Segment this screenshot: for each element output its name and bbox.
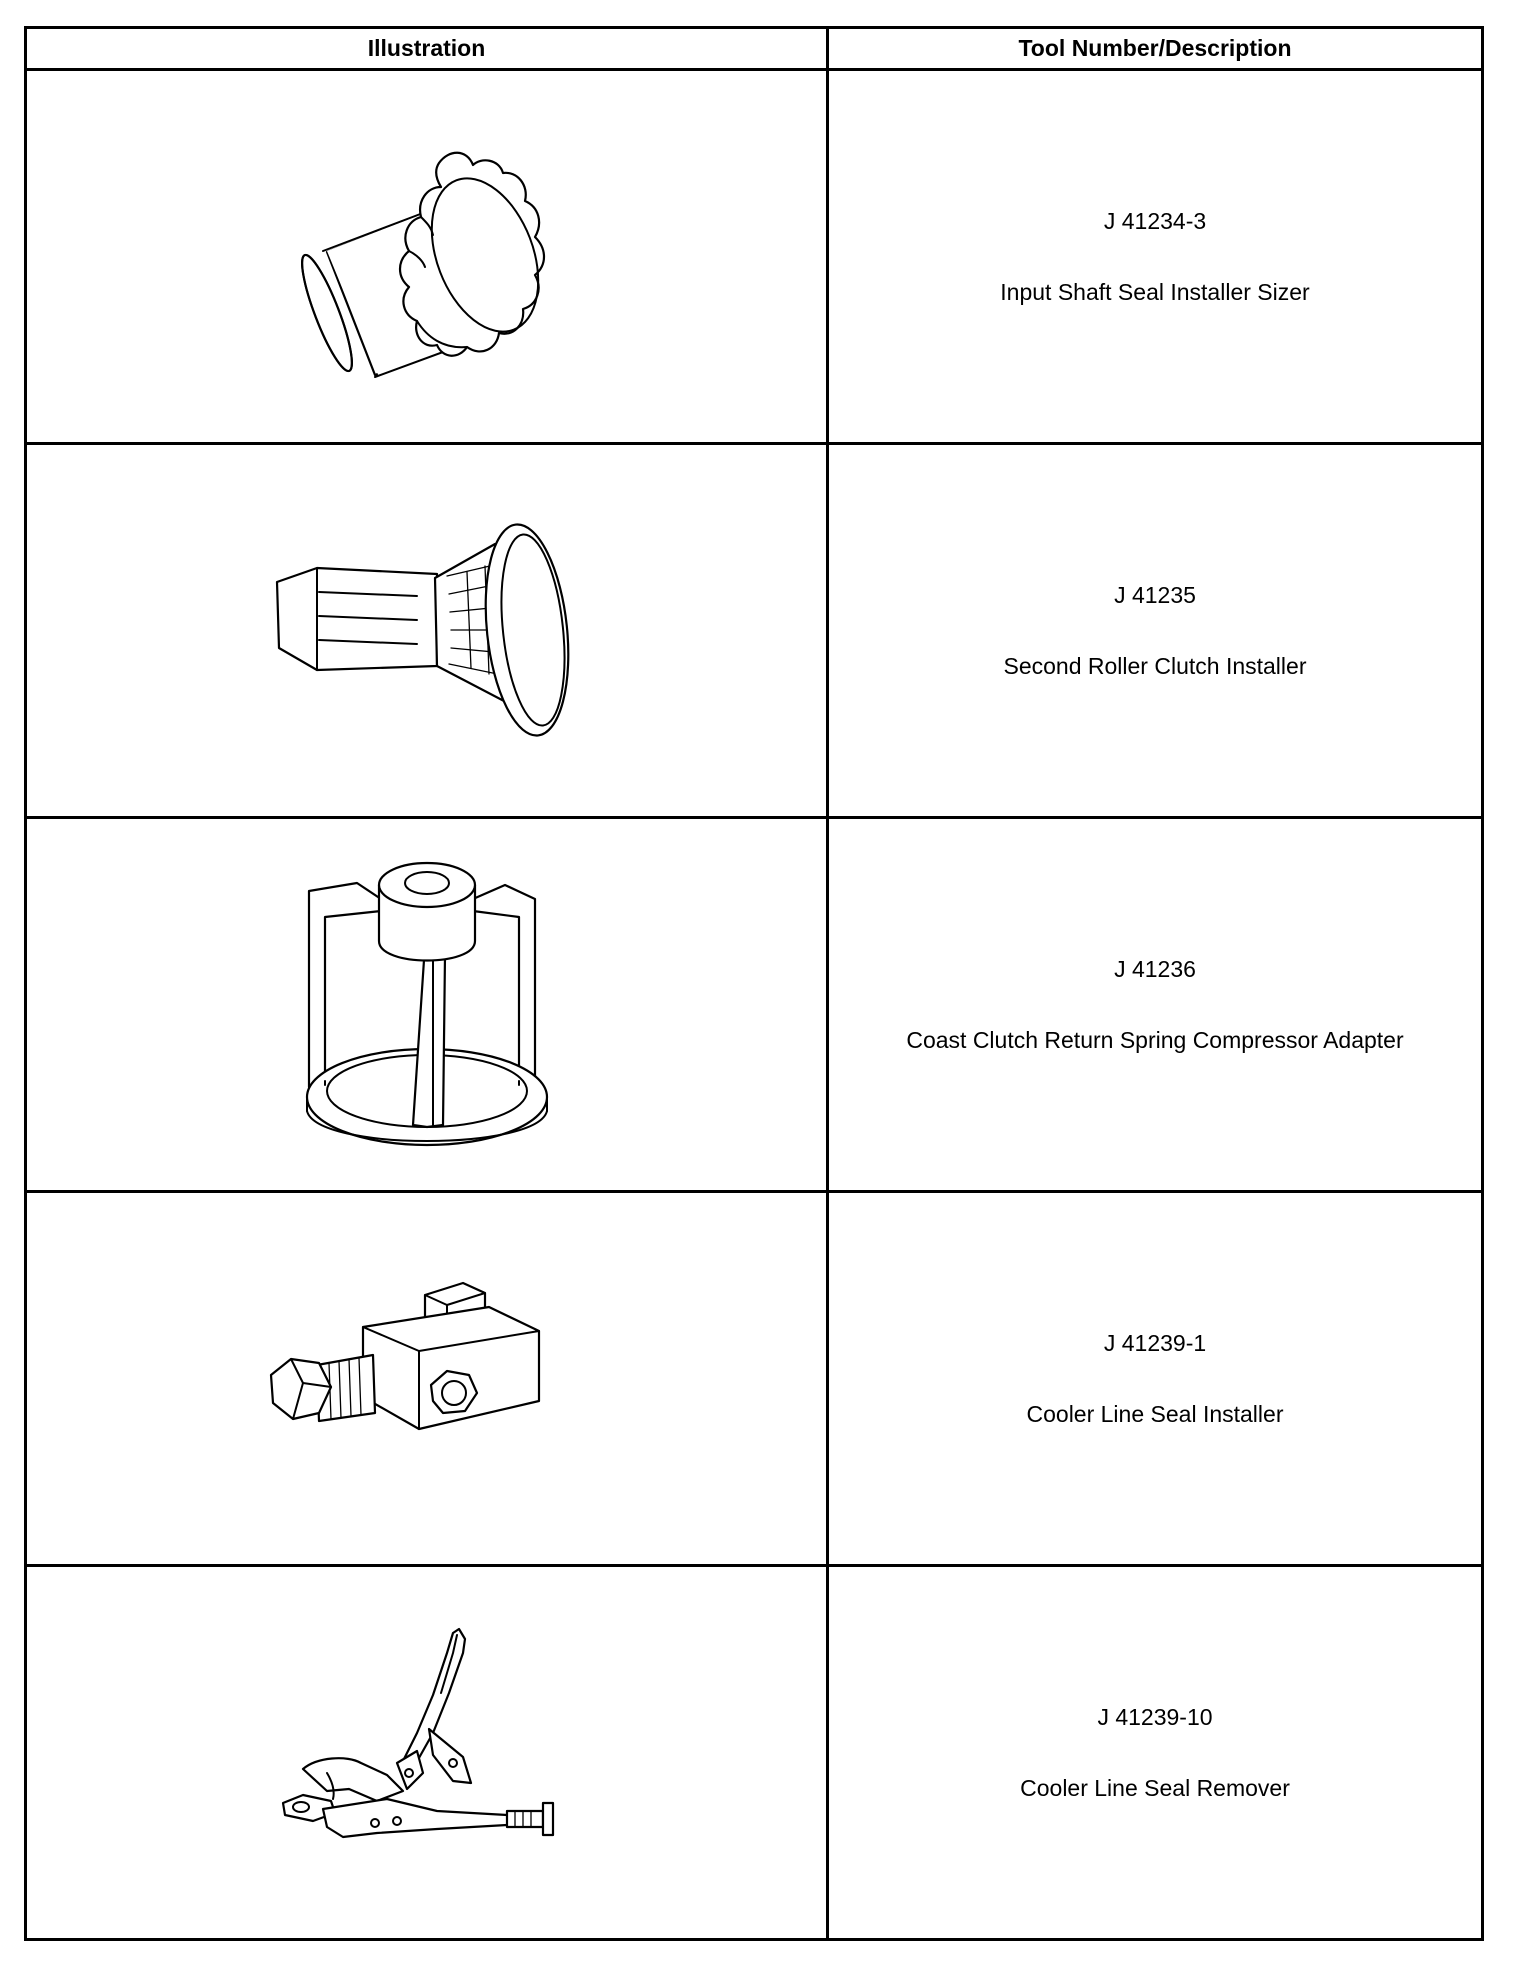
tool-description: Input Shaft Seal Installer Sizer: [1000, 278, 1310, 305]
tool-table: Illustration Tool Number/Description: [24, 26, 1484, 1941]
tool-number: J 41239-10: [1097, 1703, 1213, 1730]
header-illustration: Illustration: [24, 26, 829, 71]
table-row: J 41234-3 Input Shaft Seal Installer Siz…: [24, 68, 1484, 445]
description-cell: J 41236 Coast Clutch Return Spring Compr…: [826, 816, 1484, 1193]
cooler-line-seal-installer-illustration: [269, 1281, 540, 1430]
table-row: J 41235 Second Roller Clutch Installer: [24, 442, 1484, 819]
table-row: J 41236 Coast Clutch Return Spring Compr…: [24, 816, 1484, 1193]
tool-description: Second Roller Clutch Installer: [1003, 652, 1307, 679]
tool-description: Cooler Line Seal Installer: [1026, 1400, 1284, 1427]
tool-number: J 41235: [1114, 581, 1196, 608]
illustration-cell: [24, 68, 829, 445]
tool-description: Coast Clutch Return Spring Compressor Ad…: [906, 1026, 1404, 1053]
illustration-cell: [24, 1564, 829, 1941]
tool-number: J 41236: [1114, 955, 1196, 982]
illustration-cell: [24, 442, 829, 819]
illustration-cell: [24, 1190, 829, 1567]
table-row: J 41239-10 Cooler Line Seal Remover: [24, 1564, 1484, 1941]
description-cell: J 41234-3 Input Shaft Seal Installer Siz…: [826, 68, 1484, 445]
table-row: J 41239-1 Cooler Line Seal Installer: [24, 1190, 1484, 1567]
tool-number: J 41239-1: [1103, 1329, 1207, 1356]
description-cell: J 41235 Second Roller Clutch Installer: [826, 442, 1484, 819]
cooler-line-seal-remover-illustration: [281, 1627, 554, 1838]
header-tool-number-description: Tool Number/Description: [826, 26, 1484, 71]
seal-installer-sizer-illustration: [300, 151, 545, 378]
roller-clutch-installer-illustration: [275, 522, 569, 737]
tool-description: Cooler Line Seal Remover: [1020, 1774, 1290, 1801]
description-cell: J 41239-10 Cooler Line Seal Remover: [826, 1564, 1484, 1941]
spring-compressor-adapter-illustration: [305, 861, 548, 1146]
description-cell: J 41239-1 Cooler Line Seal Installer: [826, 1190, 1484, 1567]
illustration-cell: [24, 816, 829, 1193]
tool-number: J 41234-3: [1103, 207, 1207, 234]
header-row: Illustration Tool Number/Description: [24, 26, 1484, 71]
